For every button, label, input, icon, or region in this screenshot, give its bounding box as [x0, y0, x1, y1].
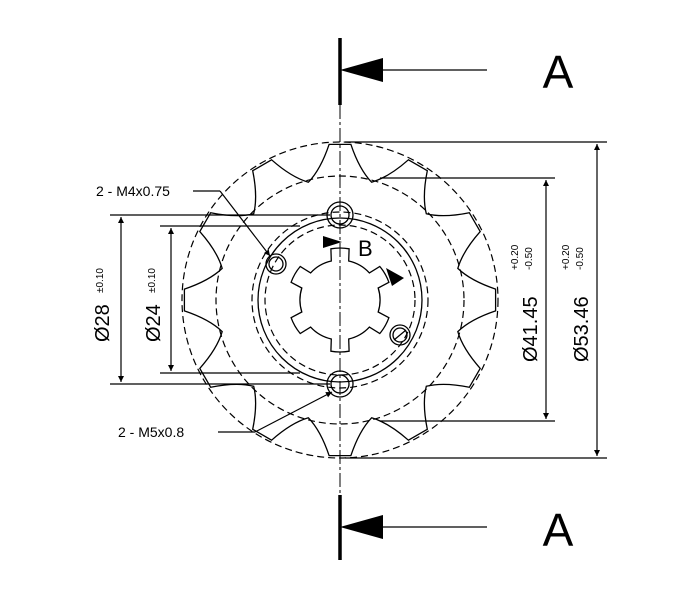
svg-text:Ø53.46: Ø53.46: [571, 296, 593, 362]
root-circle: [215, 175, 465, 425]
dimension-d53: Ø53.46 +0.20 -0.50: [345, 141, 607, 459]
d41-value: 41.45: [520, 296, 542, 346]
dimension-d24: Ø24 ±0.10: [143, 225, 300, 374]
bolt-circle-outer: [251, 211, 429, 389]
callout-m5-text: 2 - M5x0.8: [118, 424, 184, 440]
d28-symbol: Ø: [92, 326, 114, 342]
section-arrowhead-top: [340, 58, 383, 82]
dimension-d28: Ø28 ±0.10: [92, 214, 330, 385]
d28-value: 28: [92, 304, 114, 326]
svg-text:Ø41.45: Ø41.45: [520, 296, 542, 362]
svg-text:Ø28: Ø28: [92, 304, 114, 342]
svg-text:Ø24: Ø24: [143, 304, 165, 342]
d24-symbol: Ø: [143, 326, 165, 342]
section-marker-top: A: [338, 38, 574, 105]
hole-m4-right: [389, 324, 411, 346]
d53-value: 53.46: [571, 296, 593, 346]
tip-circle: [181, 141, 499, 459]
section-letter-bottom: A: [543, 504, 574, 556]
d24-value: 24: [143, 304, 165, 326]
d41-tolerance-upper: +0.20: [510, 244, 521, 270]
hub-circle: [257, 217, 423, 383]
callout-m5: 2 - M5x0.8: [118, 391, 333, 440]
d41-symbol: Ø: [520, 346, 542, 362]
d41-tolerance-lower: -0.50: [524, 247, 535, 270]
d28-tolerance: ±0.10: [95, 268, 106, 293]
detail-arrow-right: [386, 268, 404, 286]
detail-arrow-left: [323, 236, 342, 248]
bolt-circle-inner: [264, 224, 416, 376]
section-letter-top: A: [543, 46, 574, 98]
section-marker-bottom: A: [338, 495, 574, 560]
d53-tolerance-lower: -0.50: [575, 247, 586, 270]
d53-symbol: Ø: [571, 346, 593, 362]
section-arrowhead-bottom: [340, 515, 383, 539]
d24-tolerance: ±0.10: [147, 268, 158, 293]
d53-tolerance-upper: +0.20: [561, 244, 572, 270]
callout-m4: 2 - M4x0.75: [96, 183, 271, 257]
hole-m4-left: [265, 253, 287, 275]
dimension-d41: Ø41.45 +0.20 -0.50: [380, 177, 555, 422]
detail-label: B: [358, 236, 373, 261]
spline-bore: [290, 247, 390, 353]
callout-m4-text: 2 - M4x0.75: [96, 183, 170, 199]
sprocket-teeth-outline: [183, 143, 497, 457]
